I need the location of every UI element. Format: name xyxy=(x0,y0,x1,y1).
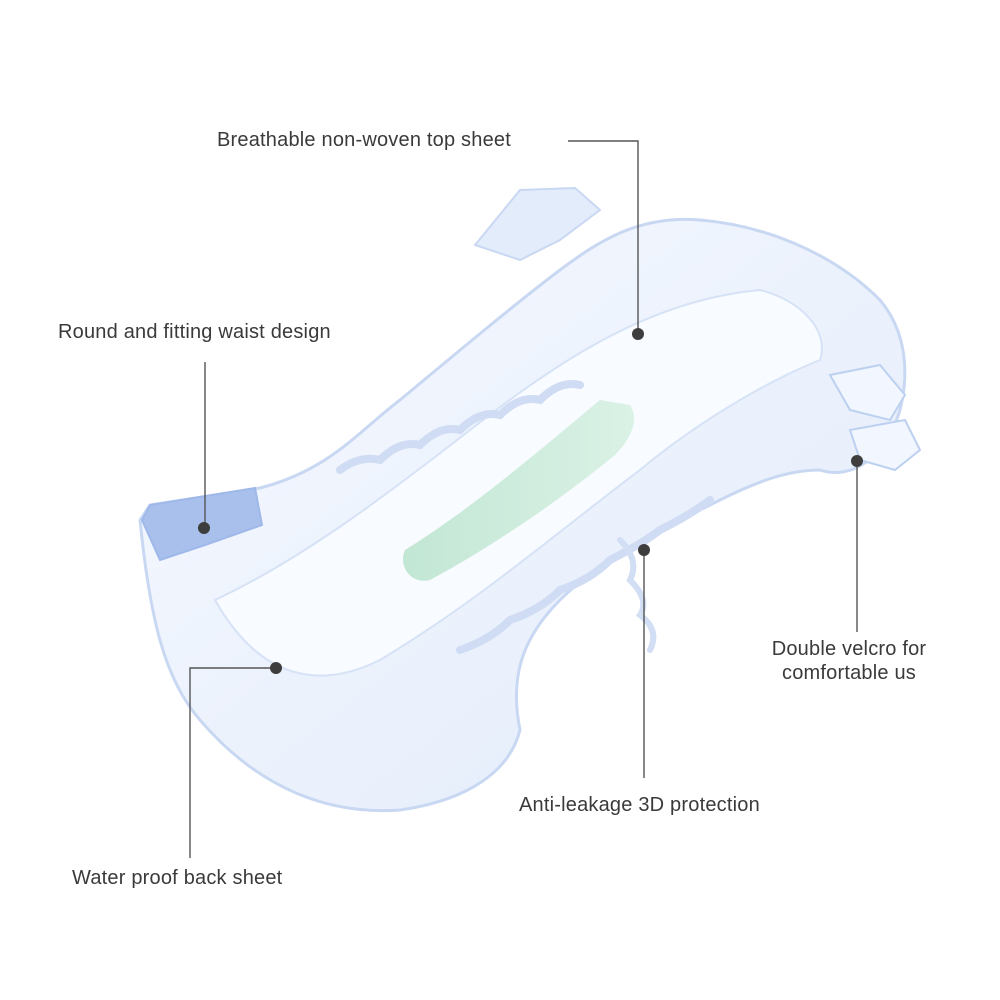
label-velcro-line2: comfortable us xyxy=(782,662,916,684)
velcro-tab-upper xyxy=(828,363,907,422)
label-velcro-line1: Double velcro for xyxy=(771,638,927,660)
leg-elastic-ruffle xyxy=(617,537,657,653)
dot-leakage xyxy=(638,544,650,556)
leg-cuff-upper xyxy=(336,380,584,474)
label-waist: Round and fitting waist design xyxy=(58,321,331,343)
dot-waist xyxy=(198,522,210,534)
back-ear xyxy=(473,186,602,262)
leg-cuff-lower xyxy=(456,496,714,654)
callout-dots xyxy=(198,328,863,674)
label-top-sheet: Breathable non-woven top sheet xyxy=(217,129,511,151)
dot-top-sheet xyxy=(632,328,644,340)
label-back-sheet: Water proof back sheet xyxy=(72,867,283,889)
label-velcro: Double velcro for comfortable us xyxy=(760,637,938,685)
leader-line-top-sheet xyxy=(568,140,639,333)
label-leakage: Anti-leakage 3D protection xyxy=(519,794,760,816)
velcro-tab-lower xyxy=(848,418,922,472)
dot-velcro xyxy=(851,455,863,467)
absorbent-core-strip xyxy=(402,400,635,581)
leader-line-back-sheet xyxy=(189,667,275,858)
leader-lines xyxy=(189,140,858,858)
dot-back-sheet xyxy=(270,662,282,674)
